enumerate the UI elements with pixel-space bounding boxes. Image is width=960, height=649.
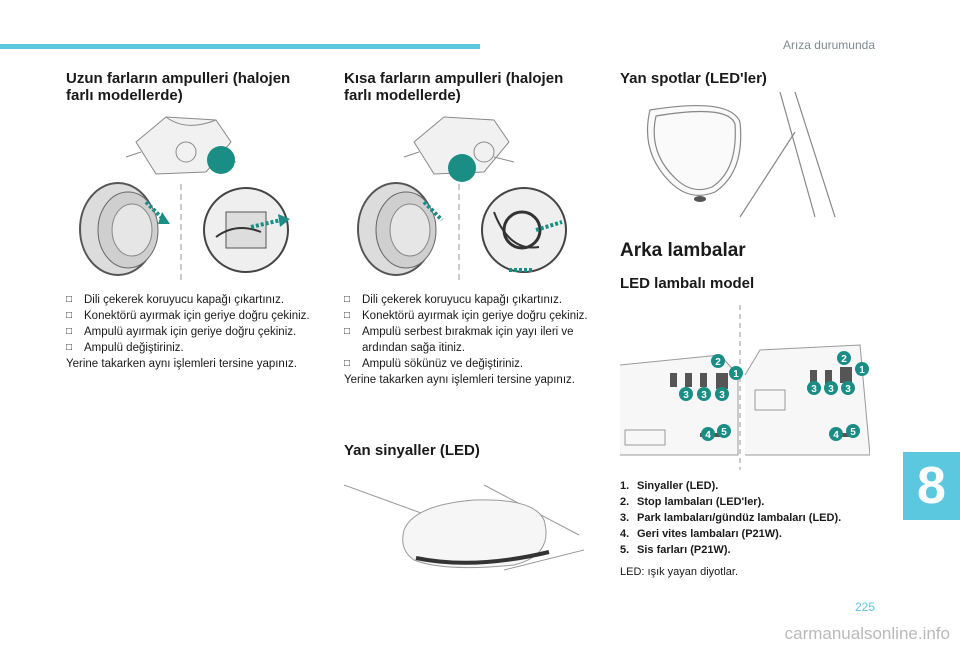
rear-lamps-legend: 1.Sinyaller (LED). 2.Stop lambaları (LED… (620, 478, 880, 558)
step-item: Ampulü ayırmak için geriye doğru çekiniz… (66, 324, 326, 340)
rear-lamps-illustration: 1 2 3 3 3 4 5 1 2 3 3 3 4 5 (620, 305, 870, 470)
callout-label: 1 (859, 365, 865, 376)
high-beam-steps: Dili çekerek koruyucu kapağı çıkartınız.… (66, 292, 326, 372)
high-beam-title: Uzun farların ampulleri (halojen farlı m… (66, 70, 291, 104)
step-item: Dili çekerek koruyucu kapağı çıkartınız. (344, 292, 594, 308)
page-number: 225 (854, 600, 875, 614)
top-accent-bar (0, 44, 480, 49)
legend-item: 1.Sinyaller (LED). (620, 480, 719, 492)
callout-label: 3 (828, 384, 834, 395)
callout-label: 3 (683, 390, 689, 401)
step-item: Konektörü ayırmak için geriye doğru çeki… (66, 308, 326, 324)
callout-label: 1 (733, 369, 739, 380)
callout-label: 4 (833, 430, 839, 441)
callout-label: 3 (701, 390, 707, 401)
step-item: Ampulü sökünüz ve değiştiriniz. (344, 356, 594, 372)
side-indicators-title: Yan sinyaller (LED) (344, 442, 480, 459)
callout-label: 4 (705, 430, 711, 441)
reassembly-note: Yerine takarken aynı işlemleri tersine y… (66, 358, 297, 370)
page-header-title: Arıza durumunda (782, 38, 875, 52)
callout-label: 5 (721, 427, 727, 438)
legend-item: 5.Sis farları (P21W). (620, 544, 731, 556)
rear-lamps-title: Arka lambalar (620, 240, 746, 261)
step-item: Ampulü serbest bırakmak için yayı ileri … (344, 324, 594, 356)
callout-label: 3 (719, 390, 725, 401)
bulb-marker (207, 146, 235, 174)
legend-item: 2.Stop lambaları (LED'ler). (620, 496, 765, 508)
high-beam-illustration (66, 112, 306, 284)
low-beam-steps: Dili çekerek koruyucu kapağı çıkartınız.… (344, 292, 594, 388)
legend-item: 3.Park lambaları/gündüz lambaları (LED). (620, 512, 842, 524)
led-model-subtitle: LED lambalı model (620, 275, 755, 292)
step-item: Dili çekerek koruyucu kapağı çıkartınız. (66, 292, 326, 308)
watermark: carmanualsonline.info (784, 624, 950, 643)
step-item: Konektörü ayırmak için geriye doğru çeki… (344, 308, 594, 324)
mirror-spotlight-illustration (647, 92, 836, 218)
low-beam-title: Kısa farların ampulleri (halojen farlı m… (344, 70, 564, 104)
chapter-tab: 8 (903, 452, 960, 520)
callout-label: 5 (850, 427, 856, 438)
side-spotlights-title: Yan spotlar (LED'ler) (620, 70, 767, 87)
led-definition-note: LED: ışık yayan diyotlar. (620, 566, 738, 578)
legend-item: 4.Geri vites lambaları (P21W). (620, 528, 782, 540)
low-beam-illustration (357, 116, 567, 282)
callout-label: 2 (841, 354, 847, 365)
callout-label: 2 (715, 357, 721, 368)
callout-label: 3 (845, 384, 851, 395)
reassembly-note: Yerine takarken aynı işlemleri tersine y… (344, 374, 575, 386)
callout-label: 3 (811, 384, 817, 395)
side-mirror-illustration (344, 484, 584, 571)
step-item: Ampulü değiştiriniz. (66, 340, 326, 356)
